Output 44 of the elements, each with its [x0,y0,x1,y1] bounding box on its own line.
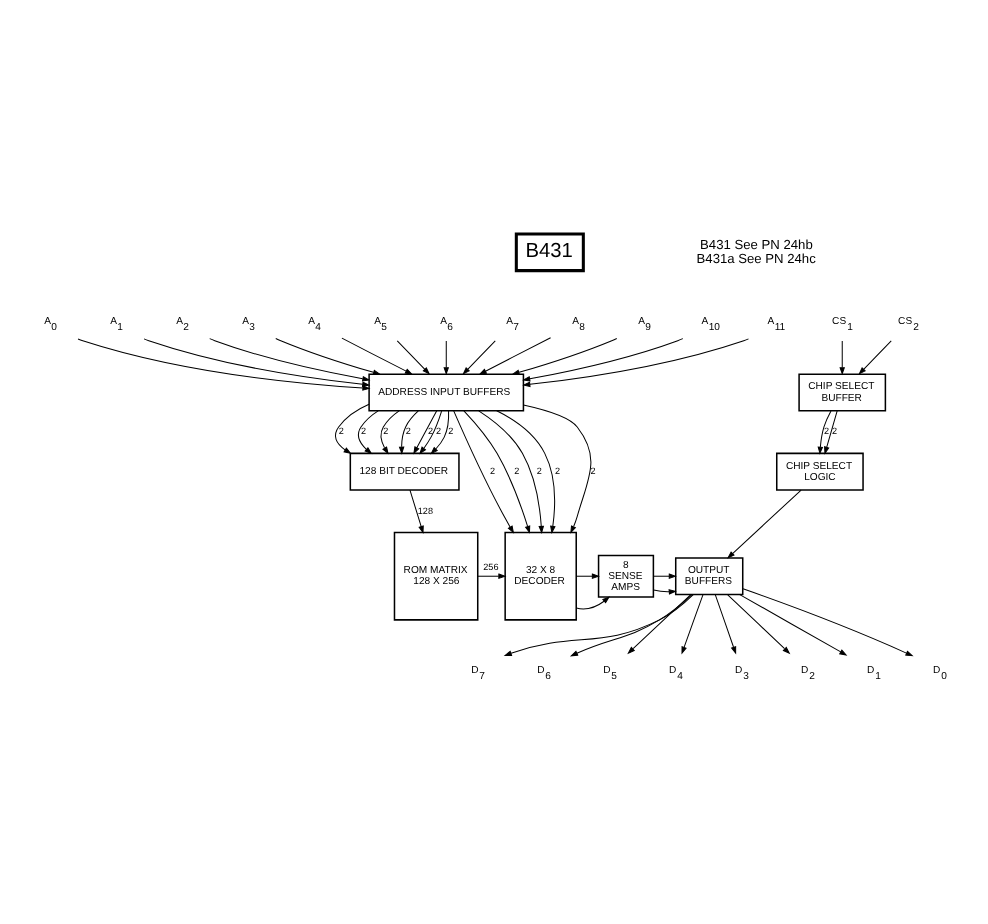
arrow [521,338,683,382]
arrow [142,338,370,388]
arrow [521,404,591,534]
arrow [502,594,693,656]
arrow [418,410,442,455]
arrow [477,337,551,375]
arrow [680,594,703,655]
arrow [495,410,555,534]
arrow [713,594,736,655]
arrow [412,410,437,455]
arrow [838,340,845,376]
arrow [574,596,610,610]
arrow [725,489,801,559]
arrow [429,410,449,455]
arrow [652,589,676,595]
arrow [726,594,790,655]
arrow [356,410,378,455]
arrow [274,337,381,376]
arrow [626,594,691,655]
arrow [521,338,748,388]
arrow [333,403,369,455]
arrow [397,410,418,455]
arrow [477,410,544,534]
arrow [568,594,692,657]
arrow [652,573,676,580]
arrow [823,410,837,455]
arrow [461,340,495,375]
arrow [442,340,449,376]
arrow [741,588,913,657]
arrow [510,337,617,376]
node-box: B431 [513,232,584,273]
arrow [408,489,423,534]
arrow [857,340,891,375]
arrow [379,410,399,455]
arrow [452,410,514,534]
arrow [816,410,831,455]
arrow [76,338,370,391]
arrow [462,410,530,534]
arrow [340,337,413,375]
arrow [395,340,430,375]
arrow [476,573,506,580]
arrow [208,338,370,382]
arrow [574,573,599,580]
arrow [738,594,847,656]
